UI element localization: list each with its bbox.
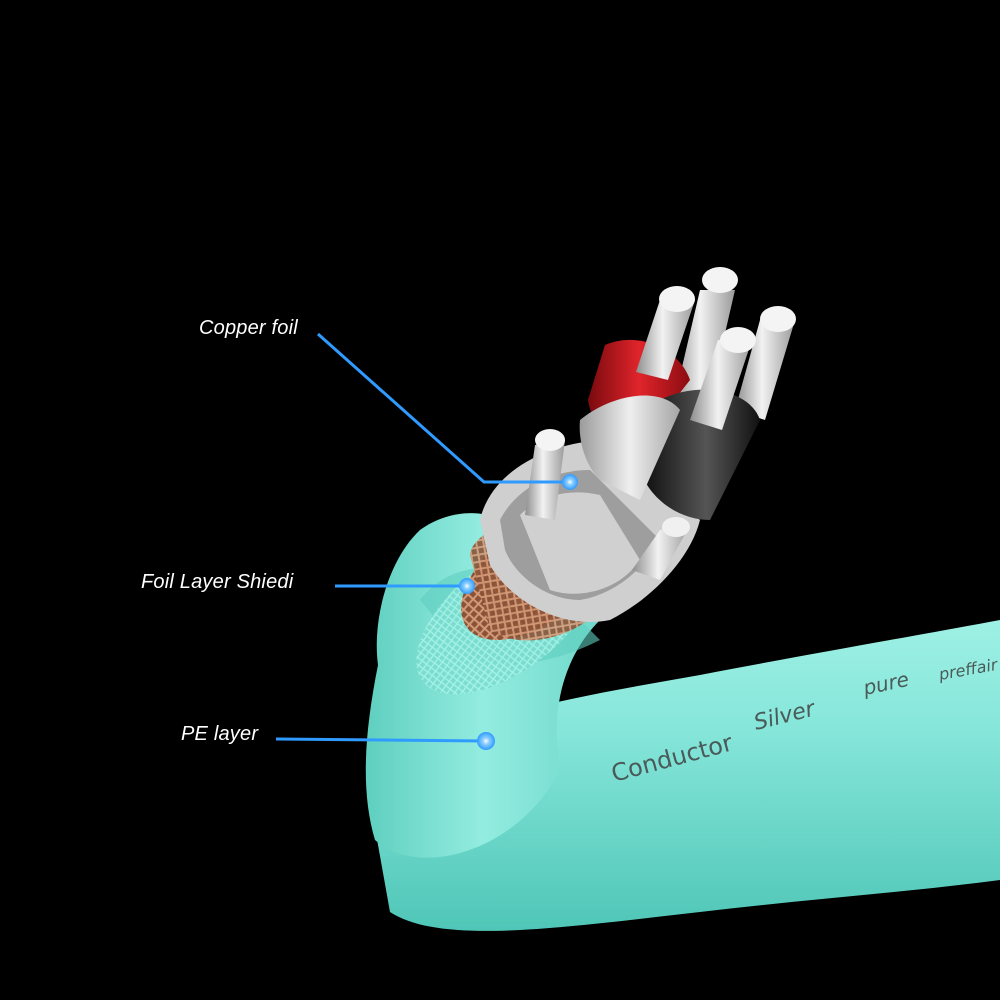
pe-jacket [365, 513, 1000, 931]
leader-dot-copper-foil [562, 474, 578, 490]
label-copper-foil: Copper foil [199, 317, 298, 339]
leader-dot-pe-layer [477, 732, 495, 750]
leader-line-pe-layer [275, 737, 487, 743]
leader-dot-foil-shield [459, 578, 475, 594]
leader-lines [275, 332, 570, 743]
conductor-bundle [525, 267, 796, 580]
leader-line-copper-foil [317, 332, 570, 484]
label-foil-layer-shield: Foil Layer Shiedi [141, 571, 294, 593]
label-pe-layer: PE layer [181, 723, 259, 745]
